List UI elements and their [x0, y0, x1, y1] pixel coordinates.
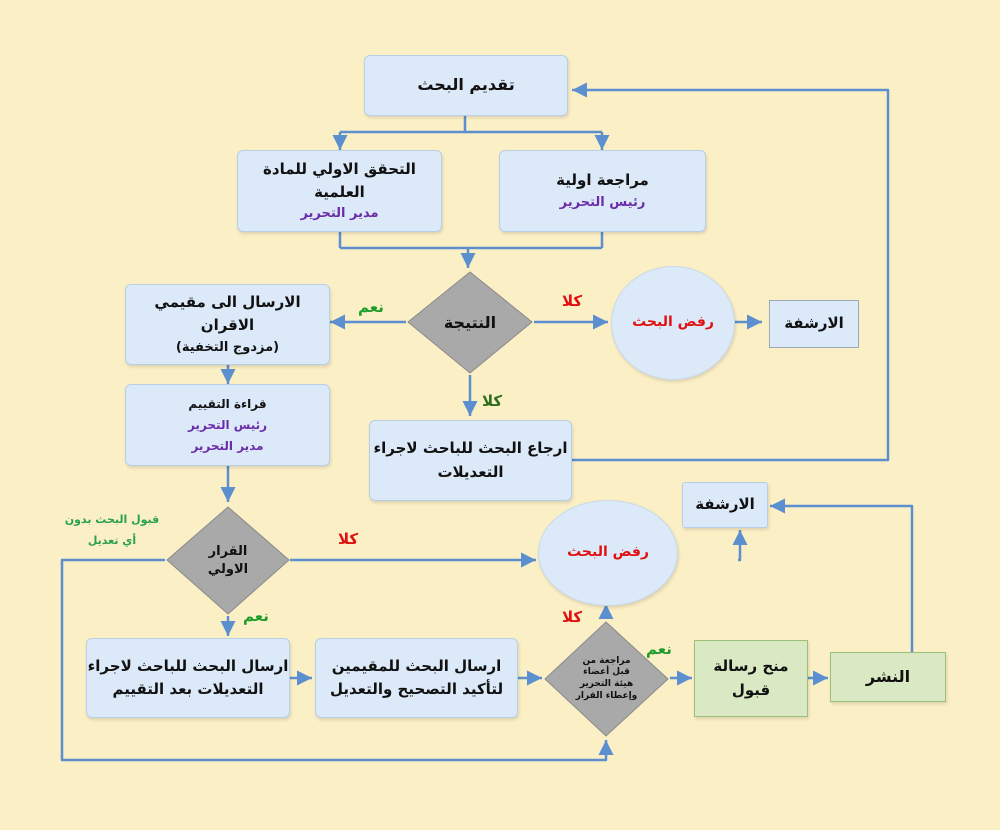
initial-review-role: رئيس التحرير [559, 194, 646, 210]
board-review-line1: مراجعة من [582, 655, 631, 666]
label-no-board: كلا [562, 608, 583, 626]
publish-label: النشر [865, 666, 911, 686]
read-evaluation-role1: رئيس التحرير [187, 417, 268, 432]
submit-research-label: تقديم البحث [417, 75, 515, 95]
initial-decision-line2: الاولي [207, 561, 249, 577]
reject-research-circle-top: رفض البحث [611, 266, 735, 380]
board-review-line4: وإعطاء القرار [575, 690, 638, 701]
initial-check-box: التحقق الاولي للمادة العلمية مدير التحري… [237, 150, 442, 232]
note-accept-line2: أي تعديل [87, 533, 137, 547]
result-decision-diamond: النتيجة [406, 270, 534, 375]
send-to-researcher-box: ارسال البحث للباحث لاجراء التعديلات بعد … [86, 638, 290, 718]
note-accept-line1: قبول البحث بدون [64, 513, 160, 526]
board-review-diamond-shape [544, 621, 669, 737]
label-yes-board: نعم [646, 640, 672, 658]
reject-research-label-top: رفض البحث [632, 314, 714, 331]
note-accept-no-modification: قبول البحث بدون أي تعديل [64, 510, 160, 552]
label-no-result-right: كلا [562, 292, 583, 310]
label-no-result-down: كلا [482, 392, 503, 410]
read-evaluation-box: قراءة التقييم رئيس التحرير مدير التحرير [125, 384, 330, 466]
archive-label-top: الارشفة [784, 314, 844, 333]
send-to-researcher-line2: التعديلات بعد التقييم [112, 680, 264, 698]
publish-box: النشر [830, 652, 946, 702]
read-evaluation-title: قراءة التقييم [188, 396, 267, 411]
send-to-researcher-line1: ارسال البحث للباحث لاجراء [87, 656, 289, 675]
acceptance-letter-line1: منح رسالة [713, 657, 789, 676]
send-peer-reviewers-line2: (مزدوج التخفية) [175, 339, 280, 355]
send-to-reviewers-confirm-line2: لتأكيد التصحيح والتعديل [329, 680, 504, 698]
result-diamond-shape [407, 271, 533, 374]
initial-review-title: مراجعة اولية [556, 171, 649, 190]
result-label: النتيجة [443, 312, 497, 332]
initial-review-box: مراجعة اولية رئيس التحرير [499, 150, 706, 232]
send-to-reviewers-confirm-line1: ارسال البحث للمقيمين [331, 656, 502, 675]
archive-box-middle: الارشفة [682, 482, 768, 528]
archive-box-top: الارشفة [769, 300, 859, 348]
board-review-line3: هيئة التحرير [579, 679, 634, 689]
return-modifications-line2: التعديلات [437, 462, 504, 481]
initial-check-title: التحقق الاولي للمادة العلمية [263, 159, 416, 201]
label-no-decision: كلا [338, 530, 359, 548]
send-peer-reviewers-line1: الارسال الى مقيمي الاقران [154, 293, 301, 335]
board-review-line2: قبل أعضاء [583, 667, 630, 678]
return-modifications-line1: ارجاع البحث للباحث لاجراء [373, 439, 568, 458]
read-evaluation-role2: مدير التحرير [191, 438, 264, 453]
initial-check-role: مدير التحرير [300, 206, 379, 222]
label-yes-result: نعم [358, 298, 384, 316]
acceptance-letter-box: منح رسالة قبول [694, 640, 808, 717]
send-to-reviewers-confirm-box: ارسال البحث للمقيمين لتأكيد التصحيح والت… [315, 638, 518, 718]
return-modifications-box: ارجاع البحث للباحث لاجراء التعديلات [369, 420, 572, 501]
initial-decision-line1: القرار [208, 543, 248, 559]
archive-label-middle: الارشفة [695, 495, 755, 514]
label-yes-decision: نعم [243, 607, 269, 625]
acceptance-letter-line2: قبول [731, 680, 771, 699]
initial-decision-diamond-shape [166, 506, 290, 615]
board-review-diamond: مراجعة من قبل أعضاء هيئة التحرير وإعطاء … [543, 620, 670, 738]
initial-decision-diamond: القرار الاولي [165, 505, 291, 616]
submit-research-box: تقديم البحث [364, 55, 568, 116]
reject-research-circle-middle: رفض البحث [538, 500, 678, 606]
reject-research-label-middle: رفض البحث [567, 544, 649, 561]
send-peer-reviewers-box: الارسال الى مقيمي الاقران (مزدوج التخفية… [125, 284, 330, 365]
